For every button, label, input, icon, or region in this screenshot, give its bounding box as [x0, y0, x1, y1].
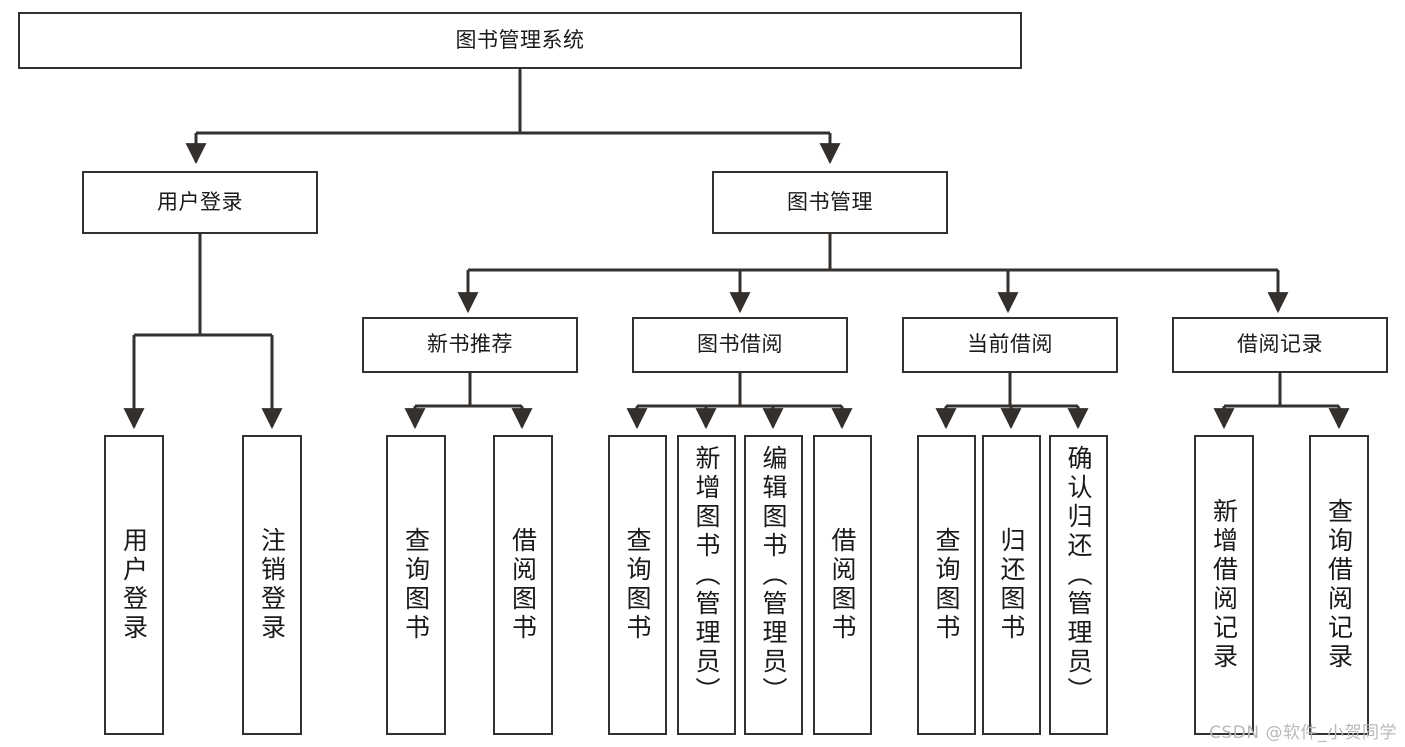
node-leaf-query-book-recommend-label: 查询图书	[401, 527, 431, 643]
node-leaf-query-book-current-label: 查询图书	[932, 527, 961, 643]
node-borrow-record[interactable]: 借阅记录	[1172, 317, 1388, 373]
node-new-book-recommend[interactable]: 新书推荐	[362, 317, 578, 373]
csdn-watermark: CSDN @软件_小贺同学	[1209, 723, 1397, 743]
node-leaf-borrow-book[interactable]: 借阅图书	[813, 435, 872, 735]
node-leaf-user-login[interactable]: 用户登录	[104, 435, 164, 735]
node-leaf-borrow-book-recommend[interactable]: 借阅图书	[493, 435, 553, 735]
node-leaf-query-book-borrow-label: 查询图书	[623, 527, 652, 643]
node-leaf-query-book-borrow[interactable]: 查询图书	[608, 435, 667, 735]
node-book-borrow[interactable]: 图书借阅	[632, 317, 848, 373]
node-user-login-label: 用户登录	[157, 189, 243, 214]
node-leaf-query-borrow-record[interactable]: 查询借阅记录	[1309, 435, 1369, 735]
node-leaf-return-book[interactable]: 归还图书	[982, 435, 1041, 735]
node-leaf-borrow-book-label: 借阅图书	[828, 527, 857, 643]
node-current-borrow[interactable]: 当前借阅	[902, 317, 1118, 373]
node-leaf-add-borrow-record-label: 新增借阅记录	[1209, 498, 1239, 672]
node-user-login[interactable]: 用户登录	[82, 171, 318, 234]
node-book-borrow-label: 图书借阅	[697, 332, 783, 357]
node-leaf-edit-book-admin[interactable]: 编辑图书（管理员）	[744, 435, 803, 735]
node-leaf-return-book-label: 归还图书	[997, 527, 1026, 643]
node-leaf-user-login-label: 用户登录	[119, 527, 149, 643]
node-leaf-query-book-recommend[interactable]: 查询图书	[386, 435, 446, 735]
node-leaf-query-borrow-record-label: 查询借阅记录	[1324, 498, 1354, 672]
node-current-borrow-label: 当前借阅	[967, 332, 1053, 357]
node-borrow-record-label: 借阅记录	[1237, 332, 1323, 357]
node-leaf-logout-label: 注销登录	[257, 527, 287, 643]
node-book-management[interactable]: 图书管理	[712, 171, 948, 234]
node-book-management-label: 图书管理	[787, 189, 873, 214]
node-leaf-confirm-return-admin[interactable]: 确认归还（管理员）	[1049, 435, 1108, 735]
node-leaf-confirm-return-admin-label: 确认归还（管理员）	[1064, 445, 1093, 706]
node-leaf-logout[interactable]: 注销登录	[242, 435, 302, 735]
node-leaf-add-book-admin[interactable]: 新增图书（管理员）	[677, 435, 736, 735]
node-leaf-query-book-current[interactable]: 查询图书	[917, 435, 976, 735]
node-leaf-edit-book-admin-label: 编辑图书（管理员）	[759, 445, 788, 706]
node-new-book-recommend-label: 新书推荐	[427, 332, 513, 357]
node-leaf-borrow-book-recommend-label: 借阅图书	[508, 527, 538, 643]
node-root-system[interactable]: 图书管理系统	[18, 12, 1022, 69]
node-leaf-add-borrow-record[interactable]: 新增借阅记录	[1194, 435, 1254, 735]
node-root-system-label: 图书管理系统	[455, 27, 585, 52]
node-leaf-add-book-admin-label: 新增图书（管理员）	[692, 445, 721, 706]
